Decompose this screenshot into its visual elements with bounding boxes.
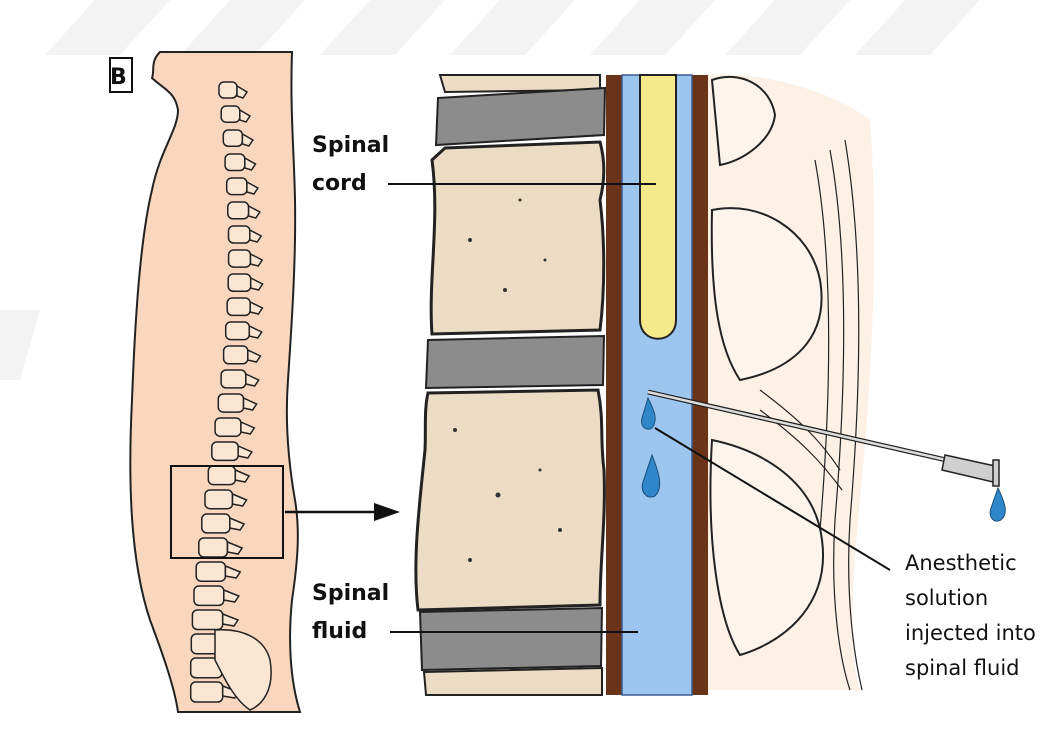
anesthetic-label-line1: Anesthetic [905,551,1017,575]
panel-letter-box: B [110,58,132,92]
zoom-arrow [285,503,400,521]
vertebra [202,514,230,533]
spinal-fluid-label-line1: Spinal [312,581,389,606]
vertebra [196,562,225,581]
panel-letter: B [110,65,127,90]
vertebra [208,466,235,485]
vertebral-body-upper [431,142,604,334]
vertebra [228,202,249,219]
vertebra [199,538,228,557]
vertebra [225,154,245,171]
vertebra [229,250,251,267]
anesthetic-label-line3: injected into [905,621,1036,645]
vertebra [221,370,246,388]
vertebra [221,106,240,122]
disc-bottom [420,608,602,670]
spinal-cord-label-line1: Spinal [312,133,389,158]
vertebra [212,442,238,460]
disc-top [436,88,605,145]
vertebra [191,682,223,702]
vertebra [224,346,248,364]
dura-posterior [692,75,708,695]
vertebral-body-lower [416,390,605,610]
vertebra [227,298,250,315]
vertebra [219,82,237,98]
vertebra [215,418,241,436]
spinal-cord [640,75,676,339]
anesthetic-label-line4: spinal fluid [905,656,1020,680]
disc-middle [426,336,604,388]
spinal-fluid-label-line2: fluid [312,619,367,644]
vertebra [205,490,233,509]
vertebra [218,394,243,412]
vertebra [223,130,242,146]
vertebra [194,586,224,605]
vertebra [229,226,250,243]
vertebra [192,610,222,630]
drop-icon [990,488,1005,521]
anesthetic-label-line2: solution [905,586,988,610]
spinal-cord-label-line2: cord [312,171,367,196]
vertebra [227,178,247,195]
vertebra [228,274,251,291]
vertebra [226,322,250,340]
vertebral-body-bottom [424,668,602,695]
dura-anterior [606,75,622,695]
